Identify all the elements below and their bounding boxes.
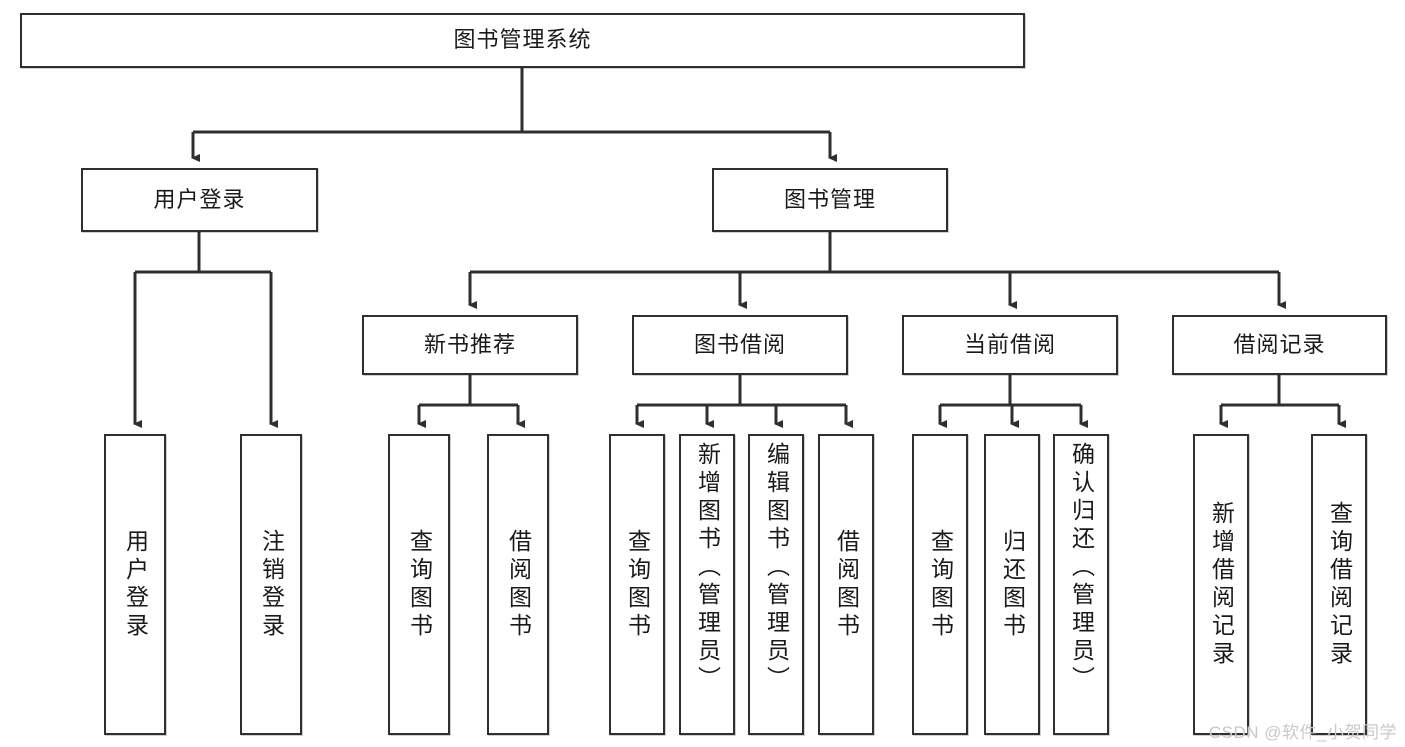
watermark: CSDN @软件_小贺同学 xyxy=(1208,723,1397,742)
node-leaf-user-login[interactable]: 用户登录 xyxy=(104,434,166,735)
node-leaf-query-book-1[interactable]: 查询图书 xyxy=(388,434,450,735)
node-leaf-query-book-3[interactable]: 查询图书 xyxy=(912,434,968,735)
node-new-book-rec[interactable]: 新书推荐 xyxy=(362,315,578,375)
node-leaf-borrow-book-1[interactable]: 借阅图书 xyxy=(487,434,549,735)
node-borrow-record-label: 借阅记录 xyxy=(1233,331,1326,357)
node-leaf-add-book-label: 新增图书（管理员） xyxy=(694,442,721,694)
node-leaf-query-book-2-label: 查询图书 xyxy=(624,528,651,641)
node-borrow-record[interactable]: 借阅记录 xyxy=(1172,315,1387,375)
node-leaf-edit-book-label: 编辑图书（管理员） xyxy=(763,442,790,694)
node-current-borrow[interactable]: 当前借阅 xyxy=(902,315,1118,375)
node-leaf-return-book-label: 归还图书 xyxy=(999,528,1026,641)
node-leaf-return-book[interactable]: 归还图书 xyxy=(984,434,1040,735)
node-leaf-borrow-book-2[interactable]: 借阅图书 xyxy=(818,434,874,735)
node-leaf-borrow-book-1-label: 借阅图书 xyxy=(505,528,532,641)
node-leaf-query-record[interactable]: 查询借阅记录 xyxy=(1311,434,1367,735)
node-current-borrow-label: 当前借阅 xyxy=(963,331,1056,357)
node-leaf-confirm-return[interactable]: 确认归还（管理员） xyxy=(1053,434,1109,735)
node-leaf-confirm-return-label: 确认归还（管理员） xyxy=(1068,442,1095,694)
node-leaf-add-record[interactable]: 新增借阅记录 xyxy=(1193,434,1249,735)
node-leaf-borrow-book-2-label: 借阅图书 xyxy=(833,528,860,641)
node-book-borrow[interactable]: 图书借阅 xyxy=(632,315,848,375)
node-leaf-query-record-label: 查询借阅记录 xyxy=(1326,500,1353,669)
node-root[interactable]: 图书管理系统 xyxy=(20,13,1025,68)
node-leaf-user-login-label: 用户登录 xyxy=(122,528,149,641)
node-book-manage-label: 图书管理 xyxy=(783,186,876,212)
node-user-login-label: 用户登录 xyxy=(153,186,246,212)
node-leaf-logout[interactable]: 注销登录 xyxy=(240,434,302,735)
node-book-borrow-label: 图书借阅 xyxy=(693,331,786,357)
node-leaf-edit-book[interactable]: 编辑图书（管理员） xyxy=(748,434,804,735)
node-user-login[interactable]: 用户登录 xyxy=(81,168,318,232)
node-leaf-query-book-2[interactable]: 查询图书 xyxy=(609,434,665,735)
node-root-label: 图书管理系统 xyxy=(453,27,592,53)
node-leaf-add-record-label: 新增借阅记录 xyxy=(1208,500,1235,669)
node-leaf-query-book-1-label: 查询图书 xyxy=(406,528,433,641)
node-leaf-add-book[interactable]: 新增图书（管理员） xyxy=(679,434,735,735)
node-new-book-rec-label: 新书推荐 xyxy=(423,331,516,357)
node-book-manage[interactable]: 图书管理 xyxy=(712,168,948,232)
node-leaf-query-book-3-label: 查询图书 xyxy=(927,528,954,641)
node-leaf-logout-label: 注销登录 xyxy=(258,528,285,641)
